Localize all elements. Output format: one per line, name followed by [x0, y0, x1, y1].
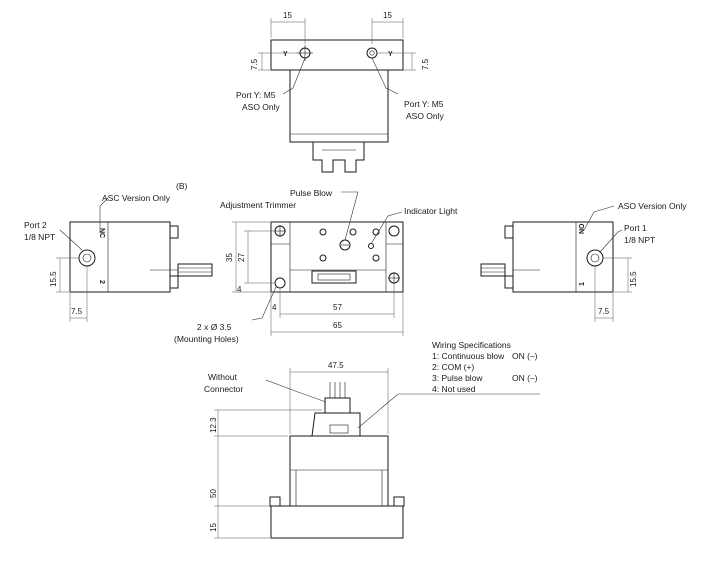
port2-inner-icon — [82, 253, 92, 263]
bottom-view-body — [289, 435, 389, 507]
dim-top-right-7-5: 7.5 — [421, 58, 430, 70]
dim-front-27: 27 — [237, 253, 246, 262]
wiring-line-3: 3: Pulse blow — [432, 373, 483, 383]
dim-front-4h: 4 — [272, 303, 277, 312]
dim-right-15-5: 15.5 — [629, 271, 638, 287]
dim-left-7-5: 7.5 — [71, 307, 83, 316]
front-view: 35 27 4 57 4 65 Pulse Blow Adjustment Tr… — [174, 188, 458, 344]
mounting-holes-label: 2 x Ø 3.5 — [197, 322, 232, 332]
bottom-view: 47.5 12.3 50 15 Without Connector — [204, 361, 540, 539]
y-mark-right: Y — [388, 51, 393, 58]
wiring-line-2: 2: COM (+) — [432, 362, 474, 372]
top-view-body — [289, 69, 389, 143]
leader-port2 — [59, 229, 83, 251]
wiring-line-3-state: ON (–) — [512, 373, 538, 383]
leader-without-connector — [265, 379, 327, 403]
dim-front-65: 65 — [333, 321, 342, 330]
port-y-right-label: Port Y: M5 — [404, 99, 444, 109]
bottom-view-tab — [393, 496, 405, 507]
left-side-view: NC 2 15.5 7.5 ASC Version Only (B) Port … — [24, 181, 213, 322]
port2-mark: 2 — [98, 280, 105, 284]
mounting-hole-right-top-icon — [388, 225, 400, 237]
leader-port-y-right — [371, 57, 399, 95]
leader-port-y-left — [282, 57, 306, 95]
without-connector-label: Without — [208, 372, 237, 382]
top-view-flange — [270, 39, 404, 71]
pulse-blow-label: Pulse Blow — [290, 188, 333, 198]
view-b-label: (B) — [176, 181, 188, 191]
right-view-tab — [504, 275, 514, 289]
right-view-tab — [504, 225, 514, 239]
screw-icon — [372, 254, 380, 262]
left-view-tab — [169, 225, 179, 239]
wiring-line-4: 4: Not used — [432, 384, 476, 394]
dim-bottom-50: 50 — [209, 489, 218, 498]
port1-icon — [586, 249, 604, 267]
dim-top-right-15: 15 — [383, 11, 392, 20]
wiring-line-1-state: ON (–) — [512, 351, 538, 361]
leader-port1 — [599, 229, 623, 253]
port2-icon — [78, 249, 96, 267]
dim-bottom-12-3: 12.3 — [209, 417, 218, 433]
port2-sub: 1/8 NPT — [24, 232, 55, 242]
port1-inner-icon — [590, 253, 600, 263]
bottom-view-flange — [270, 505, 404, 539]
dim-right-7-5: 7.5 — [598, 307, 610, 316]
dim-bottom-15: 15 — [209, 523, 218, 532]
port1-sub: 1/8 NPT — [624, 235, 655, 245]
pulse-blow-sub: Adjustment Trimmer — [220, 200, 296, 210]
wiring-title: Wiring Specifications — [432, 340, 511, 350]
leader-trimmer — [341, 191, 359, 241]
indicator-light-label: Indicator Light — [404, 206, 458, 216]
dim-left-15-5: 15.5 — [49, 271, 58, 287]
top-view-connector — [312, 141, 365, 173]
port-y-right-icon — [366, 47, 378, 59]
leader-indicator — [370, 211, 403, 245]
mounting-hole-bottom-icon — [274, 277, 286, 289]
leader-asc — [99, 197, 109, 233]
bottom-connector-body — [324, 397, 351, 414]
front-view-connector-inner — [317, 273, 351, 281]
screw-icon — [349, 228, 357, 236]
port-y-right-sub: ASO Only — [406, 111, 445, 121]
front-view-connector — [311, 270, 357, 284]
screw-icon — [319, 228, 327, 236]
port-y-right-inner-icon — [369, 50, 375, 56]
port-y-left-label: Port Y: M5 — [236, 90, 276, 100]
bottom-connector-window — [329, 424, 349, 434]
dim-front-4v: 4 — [237, 285, 242, 294]
no-mark: NO — [579, 223, 586, 234]
port1-mark: 1 — [579, 282, 586, 286]
right-side-view: NO 1 15.5 7.5 ASO Version Only Port 1 1/… — [480, 201, 687, 322]
nc-mark: NC — [98, 228, 105, 238]
leader-aso — [583, 205, 615, 231]
dim-front-57: 57 — [333, 303, 342, 312]
leader-mounting — [251, 286, 277, 321]
screw-icon — [319, 254, 327, 262]
bottom-connector-housing — [311, 412, 361, 437]
top-view: Y Y 15 15 7.5 7.5 Port Y: M5 ASO Only Po… — [236, 11, 445, 173]
indicator-light-icon — [368, 243, 374, 249]
port1-label: Port 1 — [624, 223, 647, 233]
without-connector-sub: Connector — [204, 384, 243, 394]
y-mark-left: Y — [283, 51, 288, 58]
aso-version-label: ASO Version Only — [618, 201, 687, 211]
asc-version-label: ASC Version Only — [102, 193, 171, 203]
mounting-holes-sub: (Mounting Holes) — [174, 334, 239, 344]
leader-wiring — [357, 393, 540, 429]
dim-top-left-7-5: 7.5 — [250, 58, 259, 70]
left-view-tab — [169, 275, 179, 289]
dim-front-35: 35 — [225, 253, 234, 262]
left-view-connector-pins — [177, 263, 213, 277]
dim-bottom-47-5: 47.5 — [328, 361, 344, 370]
wiring-specifications: Wiring Specifications 1: Continuous blow… — [432, 340, 538, 394]
right-view-connector-pins — [480, 263, 506, 277]
bottom-view-tab — [269, 496, 281, 507]
wiring-line-1: 1: Continuous blow — [432, 351, 505, 361]
port2-label: Port 2 — [24, 220, 47, 230]
port-y-left-sub: ASO Only — [242, 102, 281, 112]
dim-top-left-15: 15 — [283, 11, 292, 20]
